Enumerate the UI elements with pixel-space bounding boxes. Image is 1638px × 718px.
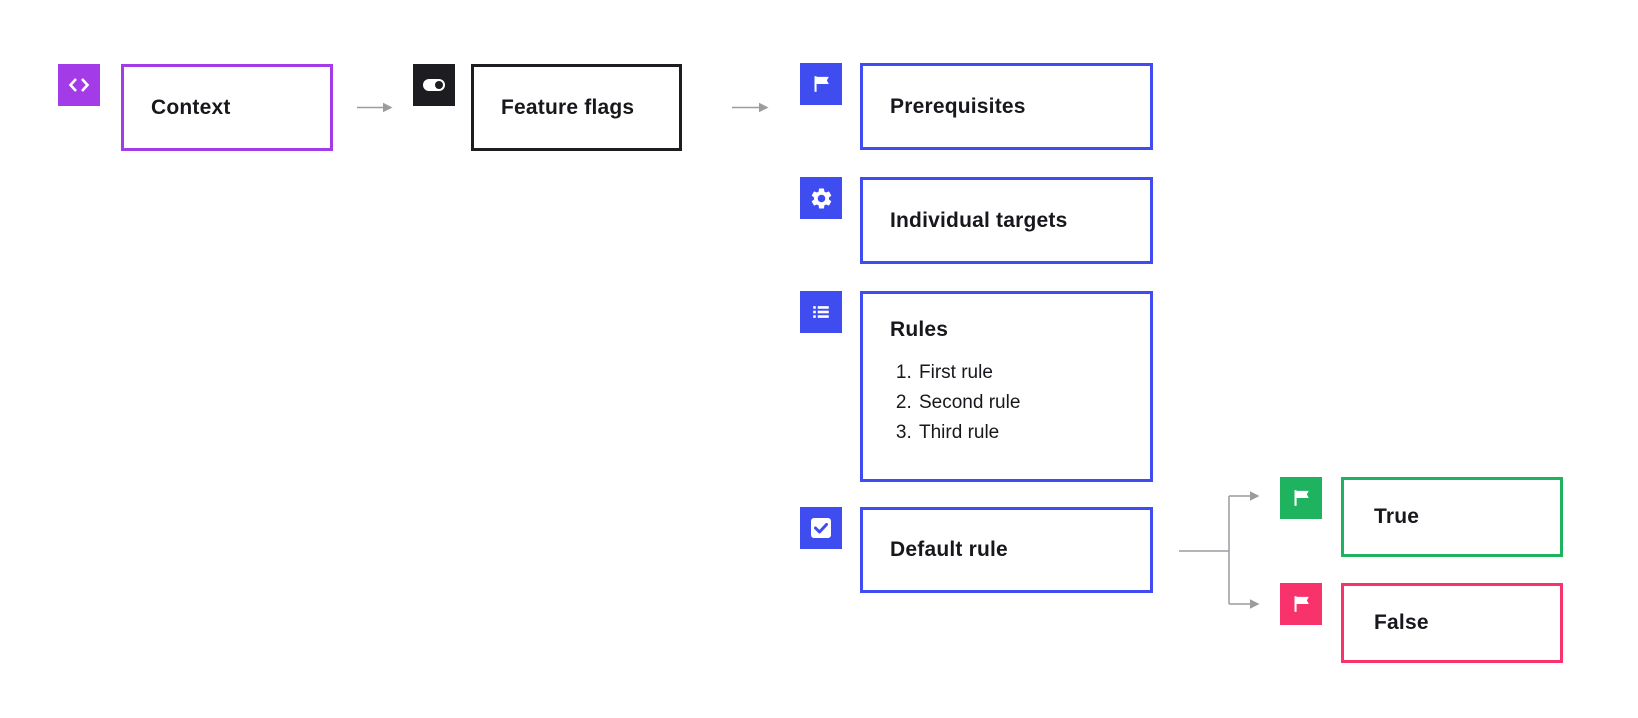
- flag-icon: [1280, 583, 1322, 625]
- rules-list: First rule Second rule Third rule: [890, 358, 1020, 448]
- false-label: False: [1374, 611, 1429, 634]
- default-rule-label: Default rule: [890, 538, 1008, 561]
- rule-item-1: First rule: [917, 358, 1020, 388]
- node-rules: Rules First rule Second rule Third rule: [860, 291, 1153, 482]
- feature-flags-label: Feature flags: [501, 95, 635, 119]
- gear-icon: [800, 177, 842, 219]
- rule-item-3: Third rule: [917, 418, 1020, 448]
- toggle-icon: [413, 64, 455, 106]
- flag-icon: [800, 63, 842, 105]
- node-true: True: [1341, 477, 1563, 557]
- flag-icon: [1280, 477, 1322, 519]
- rule-item-2: Second rule: [917, 388, 1020, 418]
- node-context: Context: [121, 64, 333, 151]
- prerequisites-label: Prerequisites: [890, 94, 1026, 118]
- list-icon: [800, 291, 842, 333]
- code-icon: [58, 64, 100, 106]
- node-false: False: [1341, 583, 1563, 663]
- node-individual-targets: Individual targets: [860, 177, 1153, 264]
- node-default-rule: Default rule: [860, 507, 1153, 593]
- checkbox-icon: [800, 507, 842, 549]
- node-feature-flags: Feature flags: [471, 64, 682, 151]
- node-prerequisites: Prerequisites: [860, 63, 1153, 150]
- true-label: True: [1374, 505, 1420, 528]
- context-label: Context: [151, 95, 231, 119]
- individual-targets-label: Individual targets: [890, 208, 1068, 232]
- rules-label: Rules: [890, 318, 949, 341]
